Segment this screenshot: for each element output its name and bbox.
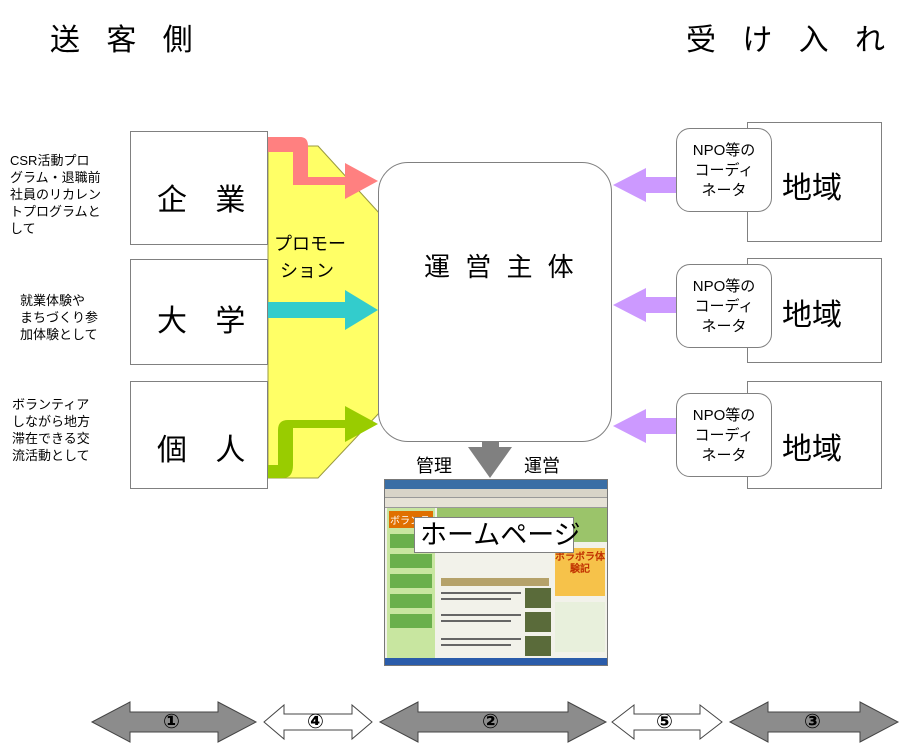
receiver-arrow-3: [613, 409, 676, 443]
management-label: 管理: [416, 456, 452, 476]
hp-text-line: [441, 644, 511, 646]
hp-text-line: [441, 598, 511, 600]
coordinator-box-2: NPO等の コーディ ネータ: [676, 264, 772, 348]
step-arrow-3: [728, 701, 900, 743]
hp-thumb: [525, 588, 551, 608]
note-line: トプログラムと: [10, 204, 101, 219]
receiver-arrow-2: [613, 288, 676, 322]
note-line: 滞在できる交: [12, 431, 90, 446]
coordinator-line: NPO等の: [692, 278, 756, 295]
note-line: 就業体験や: [20, 293, 86, 308]
hp-nav-item: [390, 614, 432, 628]
hp-titlebar: [385, 480, 607, 489]
coordinator-line: ネータ: [701, 318, 747, 335]
central-organizer-label: 運 営 主 体: [424, 252, 574, 282]
sender-label-university: 大 学: [157, 305, 246, 338]
receiver-arrow-1: [613, 168, 676, 202]
hp-side-panel: [555, 602, 605, 652]
note-line: 社員のリカレン: [10, 187, 102, 202]
note-line: しながら地方: [12, 414, 91, 429]
note-line: まちづくり参: [20, 310, 99, 325]
note-line: CSR活動プロ: [10, 153, 90, 168]
note-line: して: [10, 221, 36, 236]
step-arrow-5: [611, 703, 723, 741]
hp-taskbar: [385, 658, 607, 665]
step-label-3: ③: [804, 711, 821, 733]
region-label-2: 地域: [782, 299, 842, 332]
sender-box-company: [130, 131, 268, 245]
coordinator-line: NPO等の: [692, 142, 756, 159]
hp-nav-item: [390, 594, 432, 608]
central-organizer-box: [378, 162, 612, 442]
homepage-screenshot: ボランティア ボラボラ体験記: [384, 479, 608, 666]
hp-nav-item: [390, 574, 432, 588]
hp-text-line: [441, 614, 521, 616]
coordinator-line: コーディ: [694, 298, 754, 315]
step-arrow-4: [263, 703, 373, 741]
step-label-5: ⑤: [656, 711, 673, 733]
step-arrow-1: [90, 701, 258, 743]
hp-toolbar: [385, 498, 607, 508]
step-arrow-2: [378, 701, 608, 743]
coordinator-box-1: NPO等の コーディ ネータ: [676, 128, 772, 212]
homepage-label-box: [414, 517, 574, 553]
step-label-4: ④: [307, 711, 324, 733]
hp-thumb: [525, 612, 551, 632]
sender-note-university: 就業体験や まちづくり参 加体験として: [20, 292, 128, 343]
sender-note-individual: ボランティア しながら地方 滞在できる交 流活動として: [12, 396, 120, 464]
sender-box-individual: [130, 381, 268, 489]
hp-text-line: [441, 592, 521, 594]
sender-side-heading: 送 客 側: [50, 24, 195, 57]
note-line: 加体験として: [20, 327, 98, 342]
receiver-side-heading: 受 け 入 れ 側: [686, 24, 903, 57]
note-line: ボランティア: [12, 397, 90, 412]
hp-thumb: [525, 636, 551, 656]
coordinator-line: NPO等の: [692, 407, 756, 424]
coordinator-line: ネータ: [701, 182, 747, 199]
hp-nav-item: [390, 554, 432, 568]
step-label-1: ①: [163, 711, 180, 733]
sender-label-individual: 個 人: [157, 434, 246, 467]
region-label-3: 地域: [782, 433, 842, 466]
coordinator-line: コーディ: [694, 427, 754, 444]
sender-label-company: 企 業: [157, 184, 246, 217]
hp-banner: ボラボラ体験記: [555, 548, 605, 596]
operation-label: 運営: [524, 456, 560, 476]
promotion-label-line: ション: [280, 261, 334, 281]
hp-text-line: [441, 638, 521, 640]
individual-arrow: [268, 406, 378, 478]
note-line: 流活動として: [12, 448, 90, 463]
down-arrow: [468, 418, 512, 478]
hp-section-bar: [441, 578, 549, 586]
promotion-label: プロモー ション: [274, 231, 346, 285]
coordinator-box-3: NPO等の コーディ ネータ: [676, 393, 772, 477]
homepage-label: ホームページ: [420, 520, 581, 550]
region-label-1: 地域: [782, 172, 842, 205]
promotion-label-line: プロモー: [274, 234, 346, 254]
sender-box-university: [130, 259, 268, 365]
sender-note-company: CSR活動プロ グラム・退職前 社員のリカレン トプログラムと して: [10, 152, 118, 237]
company-arrow: [268, 137, 378, 199]
hp-menubar: [385, 489, 607, 498]
coordinator-line: コーディ: [694, 162, 754, 179]
university-arrow: [268, 290, 378, 330]
hp-text-line: [441, 620, 511, 622]
coordinator-line: ネータ: [701, 447, 747, 464]
step-label-2: ②: [482, 711, 499, 733]
note-line: グラム・退職前: [10, 170, 101, 185]
